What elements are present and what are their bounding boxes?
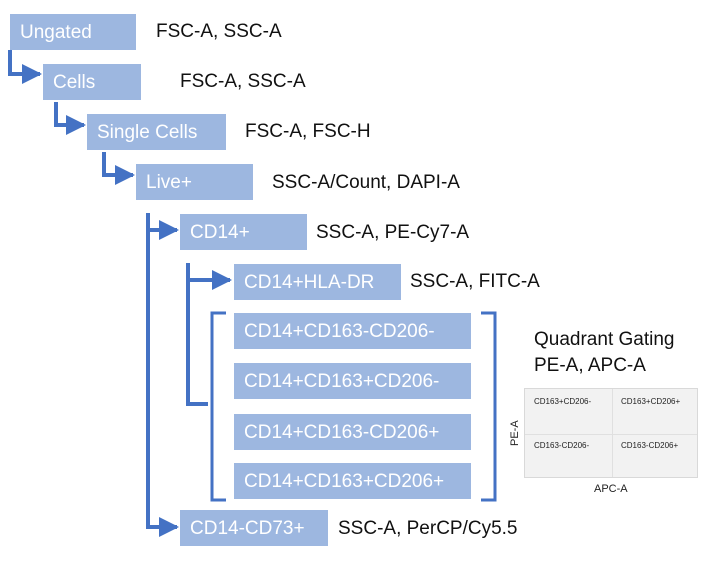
- gate-cd14-cd73: CD14-CD73+: [180, 510, 328, 546]
- left-bracket: [210, 311, 226, 502]
- gate-cd14-params: SSC-A, PE-Cy7-A: [316, 222, 470, 243]
- connector-cd14-hladr: [186, 263, 232, 290]
- quadrant-gate-4: CD14+CD163+CD206+: [234, 463, 471, 499]
- gate-ungated-params: FSC-A, SSC-A: [156, 21, 282, 42]
- quadrant-divider-vertical: [612, 389, 613, 477]
- quadrant-x-axis-label: APC-A: [594, 483, 628, 495]
- gate-single-cells: Single Cells: [87, 114, 226, 150]
- quadrant-gate-2: CD14+CD163+CD206-: [234, 363, 471, 399]
- gate-live: Live+: [136, 164, 253, 200]
- quadrant-divider-horizontal: [525, 434, 697, 435]
- gate-cells-params: FSC-A, SSC-A: [180, 71, 306, 92]
- quadrant-top-left: CD163+CD206-: [534, 397, 592, 406]
- quadrant-plot: CD163+CD206- CD163+CD206+ CD163-CD206- C…: [524, 388, 698, 478]
- connector-ungated-cells: [8, 50, 42, 84]
- gate-cd14-hla-dr: CD14+HLA-DR: [234, 264, 401, 300]
- quadrant-top-right: CD163+CD206+: [621, 397, 681, 406]
- quadrant-gate-3: CD14+CD163-CD206+: [234, 414, 471, 450]
- gate-cd14-hla-dr-params: SSC-A, FITC-A: [410, 271, 540, 292]
- quadrant-gate-1: CD14+CD163-CD206-: [234, 313, 471, 349]
- connector-cells-single: [54, 102, 86, 135]
- gate-cd14-cd73-params: SSC-A, PerCP/Cy5.5: [338, 518, 518, 539]
- quadrant-bottom-right: CD163-CD206+: [621, 441, 679, 450]
- right-bracket: [481, 311, 497, 502]
- quadrant-y-axis-label: PE-A: [509, 420, 521, 446]
- gate-cells: Cells: [43, 64, 141, 100]
- connector-single-live: [102, 152, 135, 185]
- quadrant-bottom-left: CD163-CD206-: [534, 441, 590, 450]
- gate-ungated: Ungated: [10, 14, 136, 50]
- quadrant-gating-title: Quadrant Gating: [534, 329, 675, 350]
- gate-live-params: SSC-A/Count, DAPI-A: [272, 172, 460, 193]
- connector-live-cd14: [146, 213, 179, 240]
- gate-single-cells-params: FSC-A, FSC-H: [245, 121, 371, 142]
- gate-cd14: CD14+: [180, 214, 307, 250]
- connector-live-cd73: [146, 213, 179, 537]
- quadrant-gating-params: PE-A, APC-A: [534, 355, 646, 376]
- connector-hladr-quadrants: [186, 280, 208, 406]
